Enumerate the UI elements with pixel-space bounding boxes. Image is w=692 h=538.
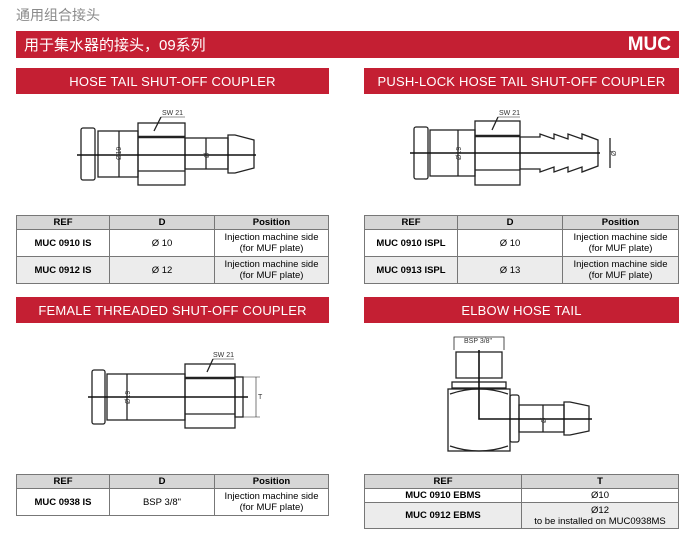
col-position: Position — [562, 215, 679, 230]
bsp-label: BSP 3/8" — [464, 338, 493, 345]
hose-tail-coupler-drawing: SW 21 Ø19 Ø — [77, 110, 256, 186]
col-ref: REF — [16, 474, 110, 489]
col-d: D — [457, 215, 563, 230]
female-threaded-coupler-drawing: SW 21 Ø19 T — [88, 352, 263, 429]
diameter-19-label: Ø19 — [116, 147, 123, 160]
diameter-label: Ø — [611, 150, 618, 156]
t-dimension-label: T — [258, 394, 263, 401]
section-header-push-lock: PUSH-LOCK HOSE TAIL SHUT-OFF COUPLER — [364, 68, 679, 94]
section-header-female-threaded: FEMALE THREADED SHUT-OFF COUPLER — [16, 297, 329, 323]
diameter-label: Ø — [204, 152, 211, 158]
banner-title: 用于集水器的接头，09系列 — [24, 37, 206, 54]
page-title: 通用组合接头 — [16, 7, 100, 23]
col-ref: REF — [364, 474, 522, 489]
push-lock-coupler-drawing: SW 21 Ø19 Ø — [410, 110, 618, 186]
banner-code: MUC — [627, 33, 671, 55]
section-header-elbow: ELBOW HOSE TAIL — [364, 297, 679, 323]
section-header-hose-tail: HOSE TAIL SHUT-OFF COUPLER — [16, 68, 329, 94]
col-t: T — [521, 474, 679, 489]
sw-label: SW 21 — [213, 352, 234, 359]
col-position: Position — [214, 474, 329, 489]
sw-label: SW 21 — [162, 110, 183, 117]
diameter-label: Ø — [541, 417, 548, 423]
diameter-19-label: Ø19 — [456, 147, 463, 160]
col-d: D — [109, 474, 215, 489]
sw-label: SW 21 — [499, 110, 520, 117]
col-position: Position — [214, 215, 329, 230]
series-banner: 用于集水器的接头，09系列 MUC — [16, 31, 679, 58]
diameter-19-label: Ø19 — [125, 391, 132, 404]
col-ref: REF — [16, 215, 110, 230]
col-d: D — [109, 215, 215, 230]
elbow-hose-tail-drawing: BSP 3/8" Ø — [447, 336, 592, 452]
col-ref: REF — [364, 215, 458, 230]
